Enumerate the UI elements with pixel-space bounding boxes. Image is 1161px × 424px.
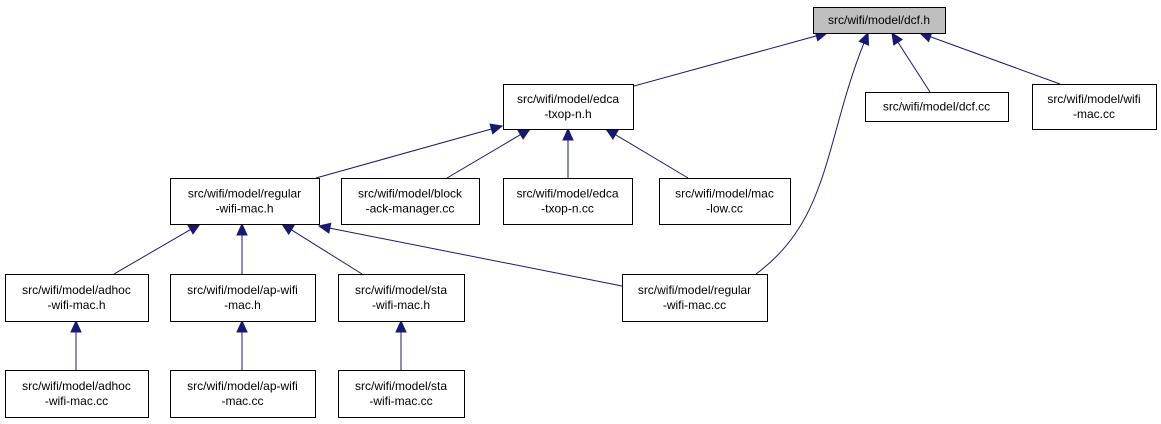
node-box[interactable] — [170, 178, 320, 225]
edge-adhoc_h-to-regular_h — [113, 223, 202, 275]
node-box[interactable] — [659, 178, 791, 225]
node-label-line: -wifi-mac.h — [372, 298, 430, 312]
edge-line — [113, 229, 191, 275]
node-dcf-h[interactable]: src/wifi/model/dcf.h — [813, 7, 946, 34]
arrowhead-icon — [858, 31, 870, 46]
node-label-line: -low.cc — [706, 202, 743, 216]
arrowhead-icon — [236, 222, 248, 236]
node-dcf-cc[interactable]: src/wifi/model/dcf.cc — [865, 92, 1009, 122]
edge-regular_cc-to-regular_h — [317, 222, 623, 287]
edge-line — [897, 41, 931, 93]
node-box[interactable] — [170, 274, 316, 322]
node-regular-h[interactable]: src/wifi/model/regular-wifi-mac.h — [170, 178, 320, 225]
node-label-line: src/wifi/model/regular — [638, 283, 751, 297]
edge-ap_h-to-regular_h — [236, 222, 248, 274]
node-label-line: src/wifi/model/wifi — [1047, 92, 1140, 106]
node-label-line: src/wifi/model/adhoc — [22, 283, 131, 297]
node-box[interactable] — [5, 370, 149, 418]
node-edca-cc[interactable]: src/wifi/model/edca-txop-n.cc — [503, 178, 633, 225]
edge-line — [615, 134, 689, 179]
edge-sta_cc-to-sta_h — [395, 319, 407, 370]
node-ap-h[interactable]: src/wifi/model/ap-wifi-mac.h — [170, 274, 316, 322]
node-label-line: src/wifi/model/edca — [517, 92, 619, 106]
arrowhead-icon — [236, 319, 248, 333]
edge-line — [329, 227, 623, 287]
edge-edca_h-to-dcf_h — [633, 30, 829, 87]
node-label-line: -mac.cc — [222, 394, 264, 408]
edge-edca_cc-to-edca_h — [562, 127, 574, 178]
node-label-line: -txop-n.h — [544, 107, 591, 121]
edge-line — [633, 35, 817, 87]
edge-line — [315, 128, 492, 179]
node-label-line: src/wifi/model/adhoc — [22, 379, 131, 393]
node-label-line: src/wifi/model/ap-wifi — [187, 283, 298, 297]
node-label-line: src/wifi/model/edca — [516, 187, 618, 201]
node-adhoc-h[interactable]: src/wifi/model/adhoc-wifi-mac.h — [5, 274, 149, 322]
edge-regular_h-to-edca_h — [315, 123, 504, 179]
node-box[interactable] — [341, 178, 480, 225]
arrowhead-icon — [70, 319, 82, 333]
node-label-line: -wifi-mac.cc — [45, 394, 108, 408]
node-label-line: -mac.h — [224, 298, 261, 312]
arrowhead-icon — [517, 128, 532, 140]
node-label-line: src/wifi/model/dcf.cc — [883, 100, 990, 114]
node-label-line: src/wifi/model/ap-wifi — [187, 379, 298, 393]
node-label-line: -txop-n.cc — [541, 202, 594, 216]
node-label-line: src/wifi/model/sta — [355, 379, 447, 393]
node-label-line: src/wifi/model/mac — [675, 187, 774, 201]
node-wifimac-cc[interactable]: src/wifi/model/wifi-mac.cc — [1032, 84, 1157, 130]
node-box[interactable] — [338, 370, 465, 418]
node-label-line: -ack-manager.cc — [366, 202, 455, 216]
edge-line — [755, 43, 865, 275]
edge-regular_cc-to-dcf_h — [755, 31, 870, 275]
node-edca-h[interactable]: src/wifi/model/edca-txop-n.h — [503, 84, 634, 130]
node-box[interactable] — [338, 274, 465, 322]
arrowhead-icon — [317, 222, 332, 234]
node-maclow-cc[interactable]: src/wifi/model/mac-low.cc — [659, 178, 791, 225]
arrowhead-icon — [562, 127, 574, 141]
edge-maclow_cc-to-edca_h — [604, 128, 689, 179]
arrowhead-icon — [489, 123, 504, 135]
node-label-line: -wifi-mac.cc — [663, 298, 726, 312]
arrowhead-icon — [280, 223, 295, 235]
node-sta-h[interactable]: src/wifi/model/sta-wifi-mac.h — [338, 274, 465, 322]
arrowhead-icon — [604, 128, 619, 140]
node-box[interactable] — [170, 370, 316, 418]
node-ap-cc[interactable]: src/wifi/model/ap-wifi-mac.cc — [170, 370, 316, 418]
node-sta-cc[interactable]: src/wifi/model/sta-wifi-mac.cc — [338, 370, 465, 418]
node-label-line: -wifi-mac.h — [215, 202, 273, 216]
edge-dcf_cc-to-dcf_h — [891, 31, 931, 93]
arrowhead-icon — [395, 319, 407, 333]
node-box[interactable] — [503, 178, 633, 225]
node-label-line: -mac.cc — [1073, 107, 1115, 121]
node-label-line: src/wifi/model/block — [358, 187, 463, 201]
node-adhoc-cc[interactable]: src/wifi/model/adhoc-wifi-mac.cc — [5, 370, 149, 418]
node-label-line: -wifi-mac.cc — [369, 394, 432, 408]
node-box[interactable] — [503, 84, 634, 130]
arrowhead-icon — [891, 31, 904, 46]
edge-adhoc_cc-to-adhoc_h — [70, 319, 82, 370]
node-regular-cc[interactable]: src/wifi/model/regular-wifi-mac.cc — [622, 274, 768, 322]
node-label-line: src/wifi/model/dcf.h — [828, 13, 930, 27]
node-box[interactable] — [865, 92, 1009, 122]
nodes-layer: src/wifi/model/dcf.hsrc/wifi/model/edca-… — [5, 7, 1157, 418]
edge-ap_cc-to-ap_h — [236, 319, 248, 370]
edge-block_cc-to-edca_h — [446, 128, 532, 179]
edge-line — [446, 134, 521, 179]
edge-line — [291, 229, 363, 275]
edge-line — [930, 36, 1061, 85]
edge-wifimac_cc-to-dcf_h — [918, 31, 1061, 85]
edge-sta_h-to-regular_h — [280, 223, 363, 275]
edges-layer — [70, 30, 1061, 370]
arrowhead-icon — [187, 223, 202, 235]
node-box[interactable] — [5, 274, 149, 322]
node-label-line: src/wifi/model/regular — [188, 187, 301, 201]
node-label-line: src/wifi/model/sta — [355, 283, 447, 297]
node-box[interactable] — [813, 7, 946, 34]
node-block-cc[interactable]: src/wifi/model/block-ack-manager.cc — [341, 178, 480, 225]
node-box[interactable] — [622, 274, 768, 322]
node-label-line: -wifi-mac.h — [47, 298, 105, 312]
node-box[interactable] — [1032, 84, 1157, 130]
